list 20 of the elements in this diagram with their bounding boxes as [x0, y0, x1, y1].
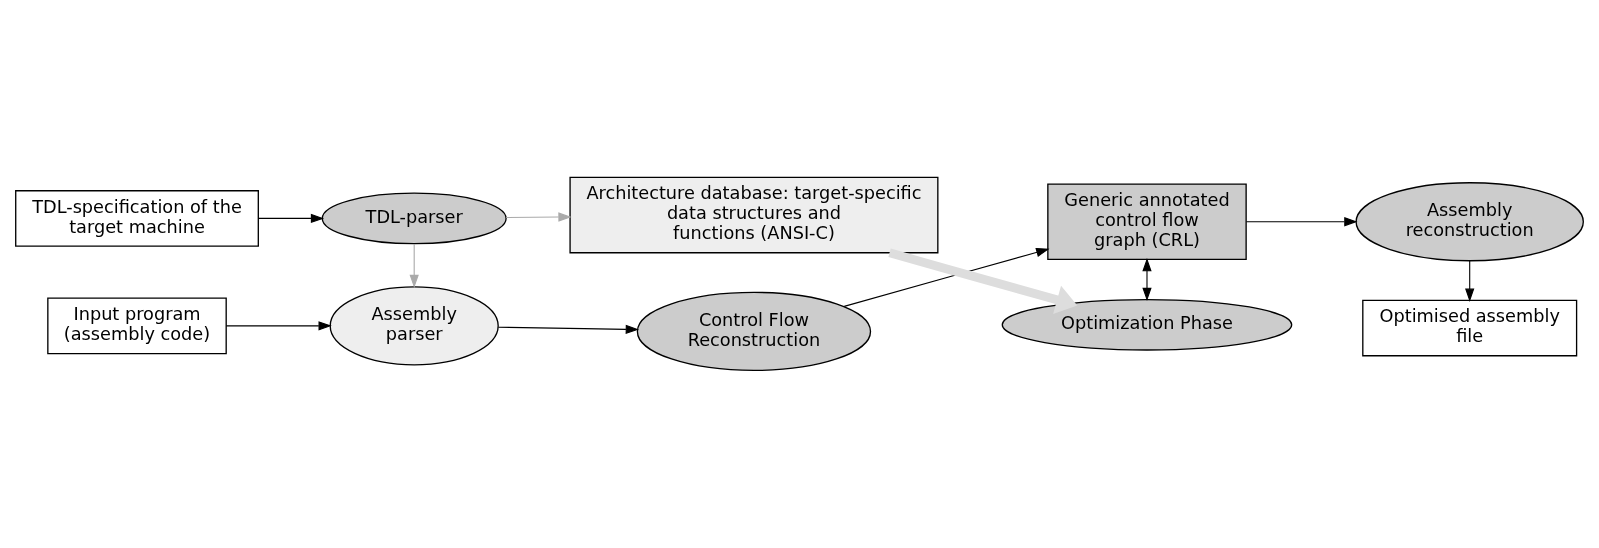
arrow — [505, 212, 572, 222]
node-ellipse: Assembly reconstruction — [1355, 182, 1584, 262]
node-box: Architecture database: target-specific data structures and functions (ANSI-C) — [569, 176, 939, 254]
arrow — [888, 248, 1078, 314]
arrow — [409, 243, 419, 289]
node-box: Input program (assembly code) — [47, 297, 227, 355]
node-ellipse: TDL-parser — [321, 192, 507, 245]
node-box: TDL-specification of the target machine — [15, 190, 259, 247]
node-ellipse: Control Flow Reconstruction — [636, 291, 872, 372]
arrow — [225, 321, 332, 331]
node-ellipse: Assembly parser — [329, 286, 499, 366]
node-box: Generic annotated control flow graph (CRL) — [1047, 183, 1247, 261]
arrow — [1142, 258, 1152, 302]
arrow — [497, 324, 639, 334]
node-box: Optimised assembly file — [1362, 299, 1578, 357]
arrow — [257, 213, 325, 224]
arrow — [1465, 260, 1475, 302]
node-ellipse: Optimization Phase — [1001, 298, 1293, 351]
arrow — [843, 247, 1050, 307]
arrow — [1245, 217, 1358, 227]
